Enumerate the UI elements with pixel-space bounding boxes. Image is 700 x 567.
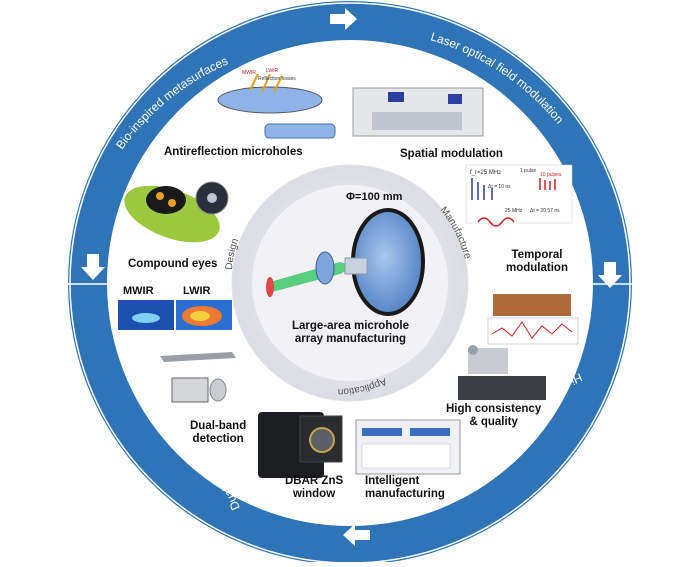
temporal-pulses2-icon <box>539 178 556 190</box>
label-consistency: High consistency & quality <box>446 403 541 429</box>
consistency-plot-icon <box>487 317 579 345</box>
arrow-left-icon <box>81 254 105 280</box>
label-intelligent-line1: Intelligent <box>365 475 420 487</box>
inset-mwir-small: MWIR <box>242 70 256 76</box>
consistency-curve-icon <box>491 321 573 339</box>
temporal-coil-icon <box>477 217 515 227</box>
inset-freq-top: f_r=25 MHz <box>470 170 501 176</box>
inner-panel-edge <box>107 40 593 526</box>
label-lwir: LWIR <box>183 285 211 297</box>
lens-icon <box>315 251 335 285</box>
label-temporal-line1: Temporal <box>511 249 563 261</box>
consistency-cap-icon <box>468 345 478 355</box>
center-caption-line1: Large-area microhole <box>292 320 409 332</box>
drone-icon <box>160 352 236 362</box>
spatial-stage-icon <box>372 112 462 130</box>
mwir-hot-icon <box>132 313 160 323</box>
intelligent-ui-bar-icon <box>362 428 402 436</box>
arrow-bottom-icon <box>343 524 370 546</box>
center-diameter: Φ=100 mm <box>346 191 403 203</box>
inset-freq-mid: Δt = 10 ns <box>488 184 511 190</box>
inset-reflection: Reflection losses <box>258 76 296 82</box>
compound-eye-glint-icon <box>207 193 217 203</box>
center-caption: Large-area microhole array manufacturing <box>292 320 409 346</box>
beetle-spot-icon <box>156 192 164 200</box>
label-temporal-line2: modulation <box>506 262 568 274</box>
label-intelligent: Intelligent manufacturing <box>365 475 445 501</box>
label-compound: Compound eyes <box>128 258 218 270</box>
spatial-slm-icon <box>388 92 404 102</box>
label-consistency-line2: & quality <box>469 416 518 428</box>
antireflection-rays-icon <box>249 73 283 93</box>
center-caption-line2: array manufacturing <box>294 333 407 345</box>
arrow-right-icon <box>598 262 622 288</box>
antireflection-film-icon <box>264 123 336 139</box>
label-window: DBAR ZnS window <box>285 475 343 501</box>
antireflection-dish-icon <box>217 86 323 114</box>
consistency-array-icon <box>458 376 546 400</box>
beetle-icon <box>146 186 186 214</box>
label-consistency-line1: High consistency <box>446 403 542 415</box>
dual-band-camera-icon <box>171 377 209 403</box>
label-dualband: Dual-band detection <box>190 420 246 446</box>
window-lens-icon <box>309 427 335 453</box>
label-window-line2: window <box>292 488 336 500</box>
temporal-pulses-icon <box>471 178 493 200</box>
label-antireflection: Antireflection microholes <box>164 146 303 158</box>
label-dualband-line2: detection <box>192 433 244 445</box>
consistency-micro-icon <box>493 294 571 316</box>
mirror-icon <box>266 277 274 297</box>
label-mwir: MWIR <box>123 285 154 297</box>
inset-freq-low: 25 MHz <box>505 208 523 214</box>
label-temporal: Temporal modulation <box>506 249 568 275</box>
lwir-core-icon <box>190 311 210 321</box>
intelligent-ui-panel-icon <box>361 443 451 469</box>
label-spatial: Spatial modulation <box>400 148 503 160</box>
label-intelligent-line2: manufacturing <box>365 488 445 500</box>
inset-pulse: 1 pulse <box>520 168 536 174</box>
beetle-spot2-icon <box>168 199 176 207</box>
arrow-top-icon <box>330 8 357 30</box>
label-window-line1: DBAR ZnS <box>285 475 344 487</box>
inset-lwir-small: LWIR <box>266 68 279 74</box>
label-dualband-line1: Dual-band <box>190 420 247 432</box>
objective-icon <box>344 257 368 275</box>
intelligent-ui-bar2-icon <box>410 428 450 436</box>
inset-pulses: 10 pulses <box>540 172 562 178</box>
spatial-slm2-icon <box>448 94 462 104</box>
dual-band-lens-icon <box>209 378 227 402</box>
inset-freq-low2: Δt = 20.57 ns <box>530 208 560 214</box>
